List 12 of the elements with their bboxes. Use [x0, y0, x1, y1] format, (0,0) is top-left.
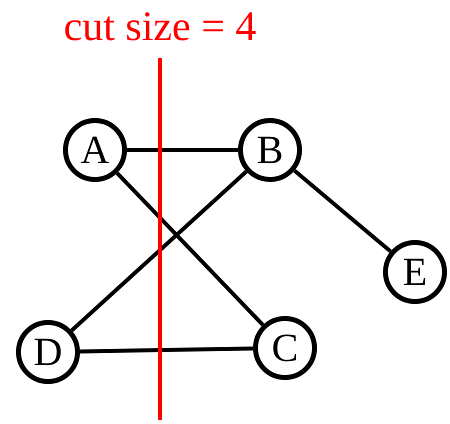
node-circle — [238, 118, 302, 182]
node-label: B — [256, 130, 284, 170]
edge-line — [127, 148, 238, 152]
edge-line — [70, 170, 248, 332]
node-label: E — [402, 252, 428, 292]
cut-size-title: cut size = 4 — [62, 4, 258, 50]
node-label: D — [34, 332, 62, 372]
edge-line — [293, 169, 392, 253]
edge-line — [80, 346, 254, 354]
edge-line — [116, 172, 264, 326]
node-label: C — [272, 328, 298, 368]
node-label: A — [80, 130, 110, 170]
